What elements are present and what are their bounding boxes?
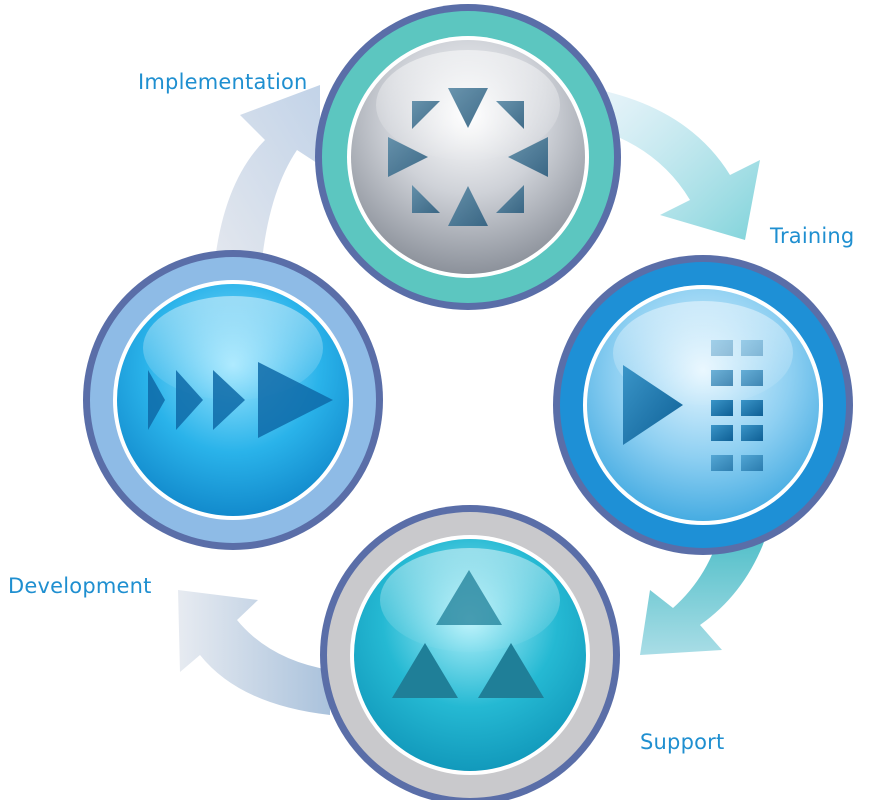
arrow-implementation-to-training [600, 90, 760, 240]
stage-development [83, 250, 383, 550]
label-support: Support [640, 730, 725, 754]
stage-training [553, 255, 853, 555]
arrow-training-to-support [640, 525, 770, 655]
label-training: Training [770, 224, 855, 248]
play-grid-icon [623, 340, 763, 471]
stage-support [320, 505, 620, 800]
eight-arrows-converging-icon [388, 88, 548, 226]
arrow-development-to-implementation [215, 85, 320, 260]
label-implementation: Implementation [138, 70, 308, 94]
fast-forward-icon [148, 362, 333, 438]
three-triangles-icon [392, 570, 544, 698]
stage-implementation [315, 4, 621, 310]
label-development: Development [8, 574, 152, 598]
arrow-support-to-development [178, 590, 330, 715]
